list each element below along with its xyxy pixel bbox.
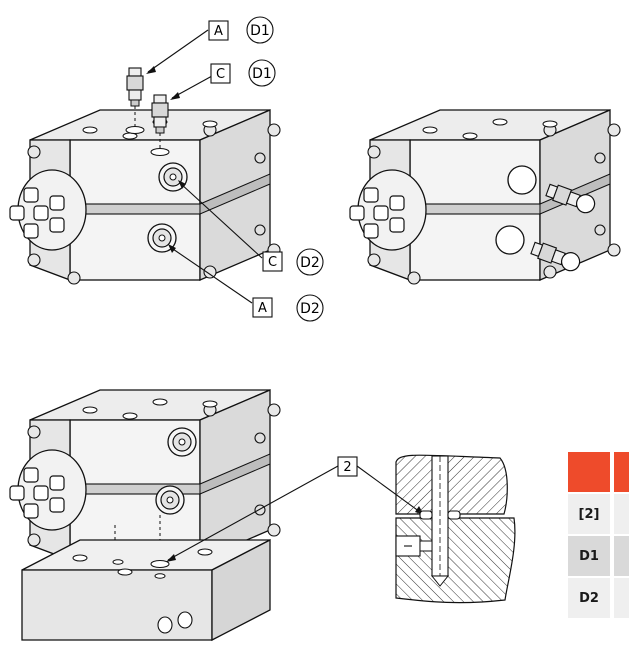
fitting-c-d1: [151, 94, 169, 134]
legend-table: [2] D1 D2: [568, 452, 629, 618]
cross-section-detail: [395, 454, 516, 604]
callout-box-a-mid: [252, 297, 273, 318]
legend-row: [2]: [568, 494, 629, 534]
actuator-top-left: [9, 109, 281, 285]
callout-label-c-top: C: [216, 67, 225, 82]
callout-circle-d2-bottom: [296, 294, 324, 322]
callout-circle-d2-top: [296, 248, 324, 276]
legend-row: D2: [568, 578, 629, 618]
legend-key: D1: [568, 536, 610, 576]
callout-box-c-mid: [262, 251, 283, 272]
callout-box-c-top: [210, 63, 231, 84]
side-fitting-upper: [544, 181, 596, 214]
actuator-top-right: [349, 109, 621, 285]
callout-label-a-top: A: [214, 24, 223, 39]
callout-label-d1-mid: D1: [252, 66, 272, 82]
side-fitting-lower: [529, 239, 581, 272]
callout-label-a-mid: A: [258, 301, 267, 316]
legend-key: [2]: [568, 494, 610, 534]
callout-circle-d1-top: [246, 16, 274, 44]
callout-circle-d1-mid: [248, 59, 276, 87]
callout-label-c-mid: C: [268, 255, 277, 270]
callout-label-2: 2: [343, 460, 351, 475]
legend-key: D2: [568, 578, 610, 618]
manifold-block: [21, 538, 271, 642]
legend-row: D1: [568, 536, 629, 576]
actuator-bottom-left: [9, 389, 281, 565]
callout-label-d2-bottom: D2: [300, 301, 320, 317]
callout-label-d2-top: D2: [300, 255, 320, 271]
callout-box-a-top: [208, 20, 229, 41]
legend-header: [568, 452, 629, 492]
fitting-a-d1: [126, 67, 144, 107]
callout-label-d1-top: D1: [250, 23, 270, 39]
